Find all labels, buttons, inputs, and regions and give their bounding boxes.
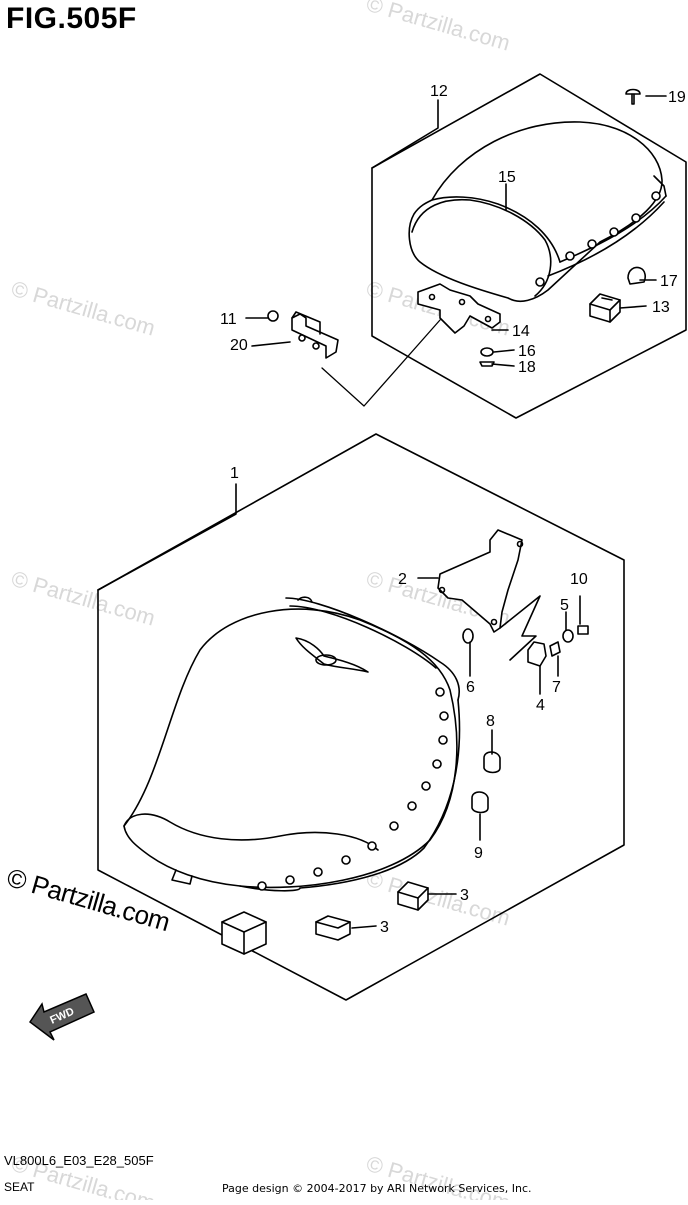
callout-11: 11 <box>220 311 237 328</box>
watermark: © Partzilla.com <box>364 0 513 56</box>
main-seat-assembly-outline <box>97 433 625 1001</box>
callout-5: 5 <box>560 597 569 614</box>
callout-15: 15 <box>498 169 516 186</box>
callout-14: 14 <box>512 323 530 340</box>
callout-9: 9 <box>474 845 483 862</box>
page-credit: Page design © 2004-2017 by ARI Network S… <box>222 1182 532 1195</box>
main-seat <box>123 596 461 892</box>
callout-2: 2 <box>398 571 407 588</box>
watermark: © Partzilla.com <box>9 566 158 631</box>
callout-17: 17 <box>660 273 678 290</box>
callout-3: 3 <box>460 887 469 904</box>
callout-6: 6 <box>466 679 475 696</box>
label-tag <box>221 911 267 955</box>
forward-arrow-icon: FWD <box>28 993 95 1041</box>
latch <box>527 641 547 667</box>
section-name: SEAT <box>4 1180 35 1194</box>
clip-part <box>589 293 621 323</box>
callout-numbers: 12 19 15 17 13 14 16 18 11 20 1 2 10 5 6… <box>220 83 686 936</box>
rear-seat <box>408 121 667 302</box>
callout-20: 20 <box>230 337 248 354</box>
callout-1: 1 <box>230 465 239 482</box>
callout-18: 18 <box>518 359 536 376</box>
callout-13: 13 <box>652 299 670 316</box>
rear-seat-assembly-outline <box>371 73 687 419</box>
clip-part-3 <box>397 881 429 911</box>
clip-part-3b <box>315 915 351 941</box>
figure-title: FIG.505F <box>6 2 137 35</box>
model-code: VL800L6_E03_E28_505F <box>4 1153 154 1168</box>
screw <box>625 88 641 105</box>
callout-19: 19 <box>668 89 686 106</box>
cap-nut <box>627 266 646 285</box>
callout-16: 16 <box>518 343 536 360</box>
watermark: © Partzilla.com <box>9 276 158 341</box>
watermarks: © Partzilla.com © Partzilla.com © Partzi… <box>9 0 513 1205</box>
callout-8: 8 <box>486 713 495 730</box>
hook-bracket <box>291 311 339 359</box>
main-bracket <box>437 529 541 661</box>
callout-7: 7 <box>552 679 561 696</box>
rear-bracket <box>417 283 501 334</box>
callout-10: 10 <box>570 571 588 588</box>
callout-3b: 3 <box>380 919 389 936</box>
callout-4: 4 <box>536 697 545 714</box>
callout-12: 12 <box>430 83 448 100</box>
